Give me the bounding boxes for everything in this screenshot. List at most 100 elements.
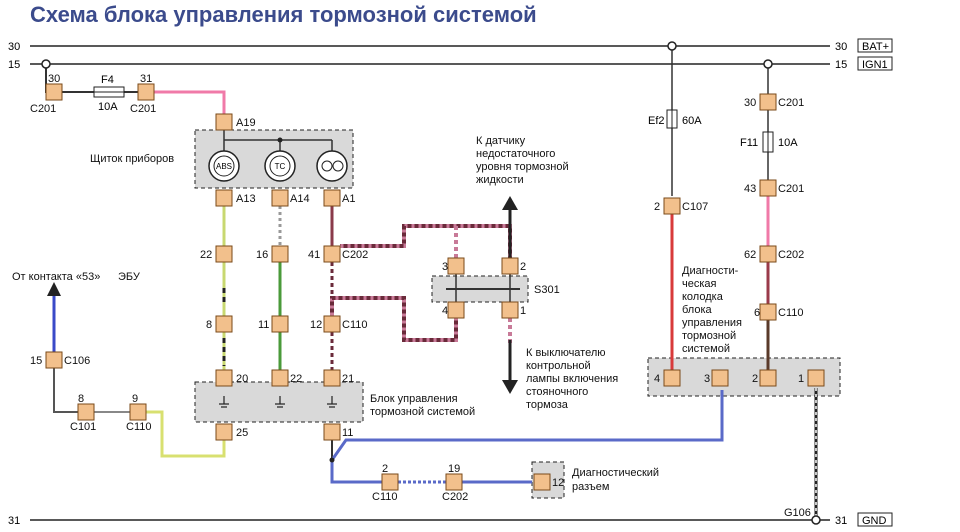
svg-text:15: 15 [8, 59, 20, 71]
svg-text:ABS: ABS [216, 162, 232, 171]
svg-text:21: 21 [342, 373, 354, 385]
svg-text:уровня тормозной: уровня тормозной [476, 161, 569, 173]
svg-text:недостаточного: недостаточного [476, 148, 555, 160]
svg-text:A1: A1 [342, 193, 355, 205]
svg-text:системой: системой [682, 343, 730, 355]
diagram-title: Схема блока управления тормозной системо… [30, 2, 537, 27]
ecu-arrow-icon [47, 282, 61, 296]
descriptive-labels: Щиток приборов К датчику недостаточного … [12, 135, 742, 493]
svg-text:8: 8 [78, 393, 84, 405]
svg-text:1: 1 [798, 373, 804, 385]
svg-text:9: 9 [132, 393, 138, 405]
rail-15: 15 15 IGN1 [8, 56, 893, 71]
svg-text:Диагностический: Диагностический [572, 467, 659, 479]
svg-text:управления: управления [682, 317, 742, 329]
svg-text:тормозной системой: тормозной системой [370, 406, 475, 418]
svg-text:41: 41 [308, 249, 320, 261]
svg-text:2: 2 [752, 373, 758, 385]
svg-text:22: 22 [200, 249, 212, 261]
svg-text:A19: A19 [236, 117, 256, 129]
svg-text:G106: G106 [784, 507, 811, 519]
svg-text:C201: C201 [778, 97, 804, 109]
svg-text:15: 15 [835, 59, 847, 71]
bcm-box [194, 381, 364, 423]
fuse-ef2: Ef2 60A [648, 109, 702, 129]
svg-text:31: 31 [8, 515, 20, 527]
svg-text:16: 16 [256, 249, 268, 261]
svg-text:3: 3 [442, 261, 448, 273]
svg-text:тормозной: тормозной [682, 330, 736, 342]
svg-text:GND: GND [862, 515, 887, 527]
svg-text:3: 3 [704, 373, 710, 385]
svg-text:колодка: колодка [682, 291, 724, 303]
rail-31: 31 31 GND [8, 512, 893, 527]
svg-text:8: 8 [206, 319, 212, 331]
svg-text:1: 1 [520, 305, 526, 317]
svg-text:19: 19 [448, 463, 460, 475]
svg-text:30: 30 [8, 41, 20, 53]
svg-text:12: 12 [310, 319, 322, 331]
svg-text:От контакта «53»: От контакта «53» [12, 271, 100, 283]
svg-text:TC: TC [275, 162, 286, 171]
svg-text:разъем: разъем [572, 481, 609, 493]
arrow-up-icon [502, 196, 518, 210]
svg-text:C110: C110 [778, 307, 803, 319]
svg-text:контрольной: контрольной [526, 360, 591, 372]
svg-text:S301: S301 [534, 284, 560, 296]
pin-labels: 30 31 C201 C201 A19 A13 A14 A1 22 16 41 … [30, 73, 811, 519]
svg-text:C106: C106 [64, 355, 90, 367]
junction-dots [41, 41, 821, 525]
wires [45, 46, 818, 520]
svg-text:F4: F4 [101, 74, 114, 86]
brake-lamp-icon [316, 150, 348, 182]
svg-text:C110: C110 [372, 491, 397, 503]
svg-text:стояночного: стояночного [526, 386, 588, 398]
svg-text:60A: 60A [682, 115, 702, 127]
abs-lamp-icon: ABS [208, 150, 240, 182]
svg-text:C201: C201 [30, 103, 56, 115]
svg-text:Блок управления: Блок управления [370, 393, 458, 405]
svg-text:30: 30 [48, 73, 60, 85]
svg-text:Диагности-: Диагности- [682, 265, 739, 277]
svg-text:31: 31 [835, 515, 847, 527]
svg-text:11: 11 [258, 319, 269, 331]
svg-text:2: 2 [520, 261, 526, 273]
svg-text:10A: 10A [98, 101, 118, 113]
svg-text:6: 6 [754, 307, 760, 319]
svg-text:62: 62 [744, 249, 756, 261]
ground-icons [219, 396, 337, 408]
svg-text:30: 30 [744, 97, 756, 109]
svg-text:К выключателю: К выключателю [526, 347, 606, 359]
svg-text:C101: C101 [70, 421, 96, 433]
svg-text:лампы включения: лампы включения [526, 373, 618, 385]
svg-text:4: 4 [654, 373, 660, 385]
svg-text:25: 25 [236, 427, 248, 439]
svg-text:22: 22 [290, 373, 302, 385]
svg-text:BAT+: BAT+ [862, 41, 889, 53]
fuse-f11: F11 10A [740, 131, 798, 153]
svg-text:C202: C202 [342, 249, 368, 261]
svg-text:C107: C107 [682, 201, 708, 213]
svg-text:Ef2: Ef2 [648, 115, 665, 127]
svg-text:31: 31 [140, 73, 152, 85]
svg-text:2: 2 [654, 201, 660, 213]
tc-lamp-icon: TC [264, 150, 296, 182]
svg-text:15: 15 [30, 355, 42, 367]
svg-text:2: 2 [382, 463, 388, 475]
svg-text:C201: C201 [130, 103, 156, 115]
svg-text:К датчику: К датчику [476, 135, 526, 147]
cluster-label: Щиток приборов [90, 153, 174, 165]
svg-text:C202: C202 [778, 249, 804, 261]
svg-text:F11: F11 [740, 137, 758, 149]
rail-30: 30 30 BAT+ [8, 38, 893, 53]
svg-text:43: 43 [744, 183, 756, 195]
svg-text:ЭБУ: ЭБУ [118, 271, 141, 283]
svg-text:11: 11 [342, 427, 353, 439]
fuse-f4: F4 10A [93, 74, 125, 113]
svg-text:блока: блока [682, 304, 713, 316]
svg-text:12: 12 [552, 477, 564, 489]
svg-text:4: 4 [442, 305, 448, 317]
svg-text:10A: 10A [778, 137, 798, 149]
svg-text:A14: A14 [290, 193, 310, 205]
